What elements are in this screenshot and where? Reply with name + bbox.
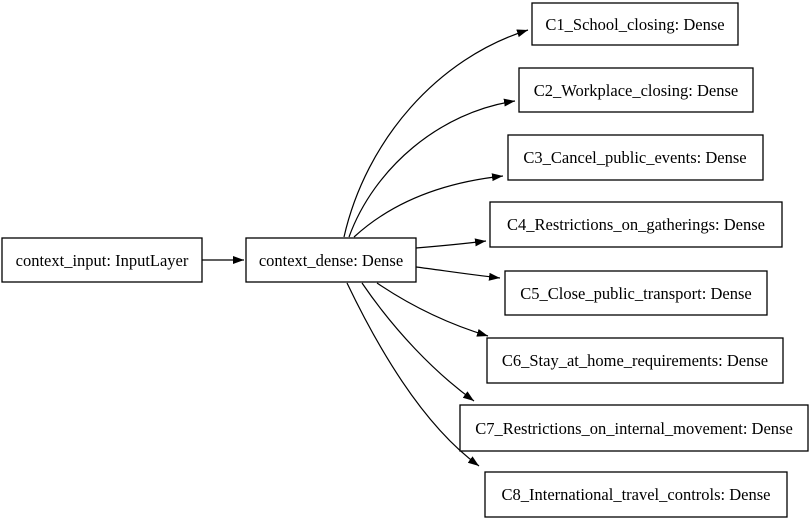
node-label: C3_Cancel_public_events: Dense: [523, 148, 746, 167]
edge-dense-to-c1: [343, 29, 529, 238]
node-box: [518, 67, 754, 113]
node-box: [507, 134, 764, 181]
node-box: [504, 270, 768, 316]
node-c6-stay-at-home-requirements: C6_Stay_at_home_requirements: Dense: [486, 337, 784, 384]
node-c3-cancel-public-events: C3_Cancel_public_events: Dense: [507, 134, 764, 181]
node-box: [531, 2, 739, 46]
node-box: [1, 237, 203, 283]
node-label: C1_School_closing: Dense: [545, 15, 724, 34]
node-label: context_dense: Dense: [259, 251, 403, 270]
node-box: [245, 237, 417, 283]
node-c7-restrictions-on-internal-movement: C7_Restrictions_on_internal_movement: De…: [459, 404, 809, 452]
node-c5-close-public-transport: C5_Close_public_transport: Dense: [504, 270, 768, 316]
edge-dense-to-c5: [415, 266, 501, 281]
node-context-dense: context_dense: Dense: [245, 237, 417, 283]
node-c4-restrictions-on-gatherings: C4_Restrictions_on_gatherings: Dense: [489, 201, 783, 248]
edge-group: [202, 29, 529, 467]
edge-dense-to-c6: [376, 282, 489, 337]
edge-dense-to-c8: [346, 282, 480, 467]
node-box: [486, 337, 784, 384]
node-label: C5_Close_public_transport: Dense: [520, 284, 751, 303]
node-context-input: context_input: InputLayer: [1, 237, 203, 283]
node-label: context_input: InputLayer: [16, 251, 189, 270]
node-label: C4_Restrictions_on_gatherings: Dense: [507, 215, 765, 234]
node-c8-international-travel-controls: C8_International_travel_controls: Dense: [484, 471, 788, 518]
node-label: C2_Workplace_closing: Dense: [534, 81, 738, 100]
edge-dense-to-c3: [353, 173, 504, 238]
node-box: [459, 404, 809, 452]
edge-dense-to-c7: [361, 282, 475, 402]
node-label: C6_Stay_at_home_requirements: Dense: [502, 351, 768, 370]
node-box: [489, 201, 783, 248]
edge-dense-to-c2: [348, 98, 516, 238]
node-label: C8_International_travel_controls: Dense: [502, 485, 771, 504]
node-c1-school-closing: C1_School_closing: Dense: [531, 2, 739, 46]
node-box: [484, 471, 788, 518]
node-label: C7_Restrictions_on_internal_movement: De…: [475, 419, 793, 438]
node-c2-workplace-closing: C2_Workplace_closing: Dense: [518, 67, 754, 113]
edge-dense-to-c4: [415, 238, 487, 249]
